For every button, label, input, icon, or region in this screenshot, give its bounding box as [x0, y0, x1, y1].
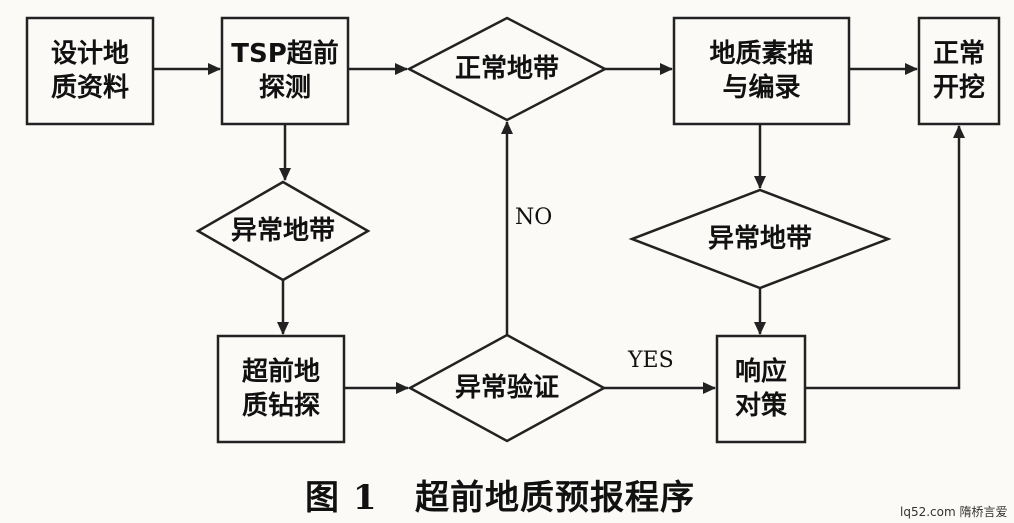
- no-edge-label: NO: [515, 205, 553, 230]
- watermark: lq52.com 隋桥言爱: [900, 505, 1008, 519]
- abnormal-zone-right-diamond: [628, 188, 892, 290]
- tsp-forecast-box: [220, 16, 350, 126]
- caption-number: 图 1: [305, 478, 378, 518]
- yes-edge-label: YES: [628, 348, 674, 373]
- response-box: [715, 334, 807, 444]
- caption-title: 超前地质预报程序: [415, 478, 695, 518]
- abnormal-zone-left-diamond: [195, 180, 371, 282]
- abnormal-verify-diamond: [407, 333, 607, 443]
- normal-zone-diamond: [406, 16, 608, 122]
- edge-response-to-excavation: [805, 125, 965, 390]
- normal-excavation-box: [917, 16, 1001, 126]
- advance-drilling-box: [216, 334, 346, 444]
- design-geology-box: [25, 16, 155, 126]
- geo-sketch-box: [672, 16, 851, 126]
